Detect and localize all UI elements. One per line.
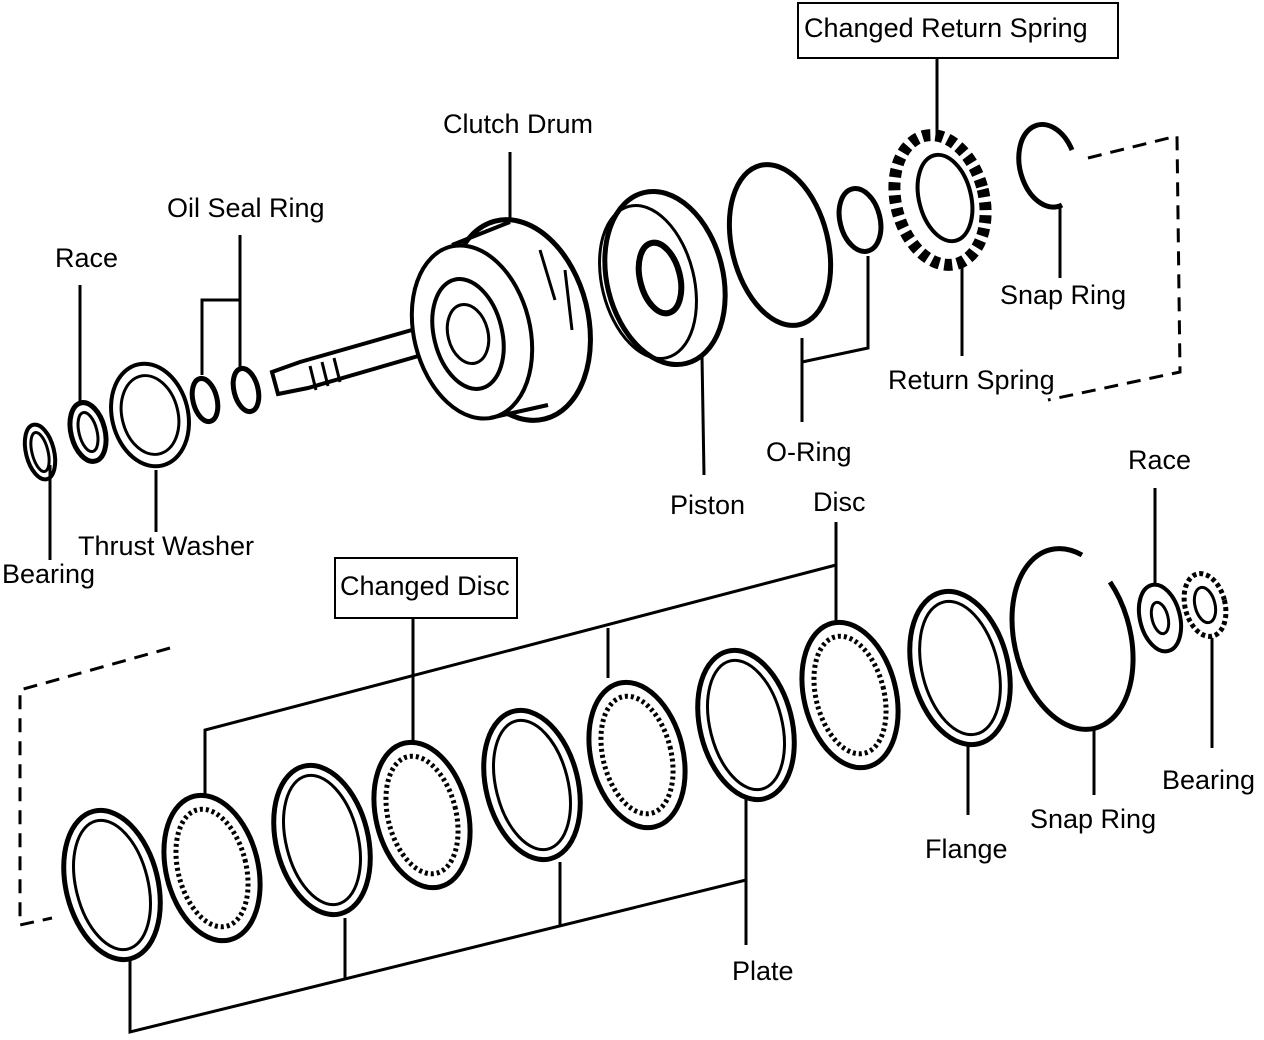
label-changed-disc: Changed Disc <box>340 571 510 601</box>
snap-ring-part-top <box>1016 122 1075 210</box>
label-changed-return-spring: Changed Return Spring <box>804 13 1088 43</box>
changed-return-spring-box <box>797 2 1119 59</box>
snap-ring-part-right <box>1009 546 1136 732</box>
label-snap-ring-right: Snap Ring <box>1030 804 1156 834</box>
return-spring-part <box>888 129 992 271</box>
label-race-top: Race <box>55 243 118 273</box>
piston-part <box>598 188 728 368</box>
label-oil-seal-ring: Oil Seal Ring <box>167 193 325 223</box>
label-flange: Flange <box>925 834 1008 864</box>
o-ring-part-small <box>836 186 884 254</box>
label-bearing-top: Bearing <box>2 559 95 589</box>
plate-part-3 <box>481 707 583 863</box>
label-thrust-washer: Thrust Washer <box>78 531 254 561</box>
bearing-part-right <box>1181 571 1229 639</box>
plate-part-4 <box>695 647 797 803</box>
dashed-connector-top <box>1047 134 1182 402</box>
disc-part-1 <box>161 792 263 944</box>
changed-disc-part <box>371 739 473 891</box>
label-piston: Piston <box>670 490 745 520</box>
label-snap-ring-top: Snap Ring <box>1000 280 1126 310</box>
disc-part-3 <box>799 619 901 771</box>
bearing-part-top <box>22 422 58 482</box>
dashed-connector-bottom <box>18 646 171 927</box>
label-return-spring: Return Spring <box>888 365 1055 395</box>
label-disc: Disc <box>813 487 866 517</box>
label-o-ring: O-Ring <box>766 437 852 467</box>
label-bearing-right: Bearing <box>1162 765 1255 795</box>
flange-part <box>907 588 1013 748</box>
label-clutch-drum: Clutch Drum <box>443 109 593 139</box>
race-part-top <box>67 400 109 464</box>
changed-disc-box <box>334 557 518 619</box>
clutch-drum-part <box>269 217 593 423</box>
label-plate: Plate <box>732 956 794 986</box>
thrust-washer-part <box>109 361 191 469</box>
o-ring-part-large <box>726 162 834 328</box>
leader-lines <box>48 58 1214 1034</box>
plate-part-1 <box>61 807 163 963</box>
label-race-right: Race <box>1128 445 1191 475</box>
oil-seal-ring-part-2 <box>230 365 262 415</box>
plate-part-2 <box>271 762 373 918</box>
oil-seal-ring-part-1 <box>189 375 221 425</box>
disc-part-2 <box>586 679 688 831</box>
race-part-right <box>1136 582 1184 654</box>
